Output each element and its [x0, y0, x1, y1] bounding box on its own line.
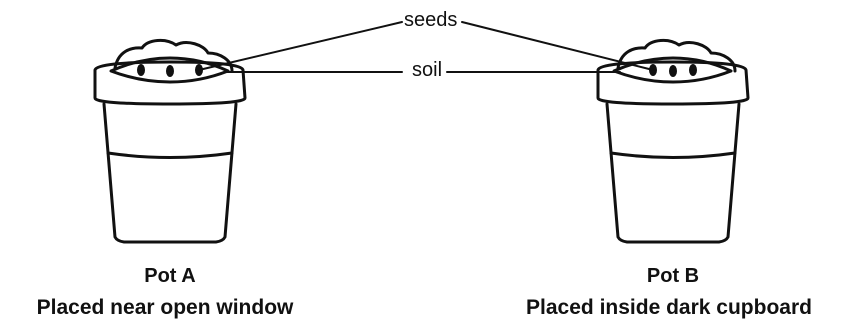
- pot-b-name: Pot B: [583, 266, 763, 286]
- pot-b-placement: Placed inside dark cupboard: [496, 297, 842, 318]
- soil-label: soil: [412, 60, 442, 80]
- pot-a-seed: [137, 64, 145, 76]
- pot-a-body: [104, 104, 236, 242]
- pot-a-name: Pot A: [80, 266, 260, 286]
- pot-b-band: [611, 153, 735, 158]
- pot-a-seeds: [137, 64, 203, 77]
- pot-b-seed: [669, 65, 677, 77]
- pot-b-seeds: [649, 64, 697, 77]
- pot-b-seed: [689, 64, 697, 76]
- seeds-leader-line-a: [199, 22, 402, 70]
- pot-a-seed: [166, 65, 174, 77]
- pot-a-band: [108, 153, 232, 158]
- pot-b-body: [607, 104, 739, 242]
- pot-a-placement: Placed near open window: [20, 297, 310, 318]
- seeds-leader-line-b: [462, 22, 653, 70]
- seeds-label: seeds: [404, 10, 457, 30]
